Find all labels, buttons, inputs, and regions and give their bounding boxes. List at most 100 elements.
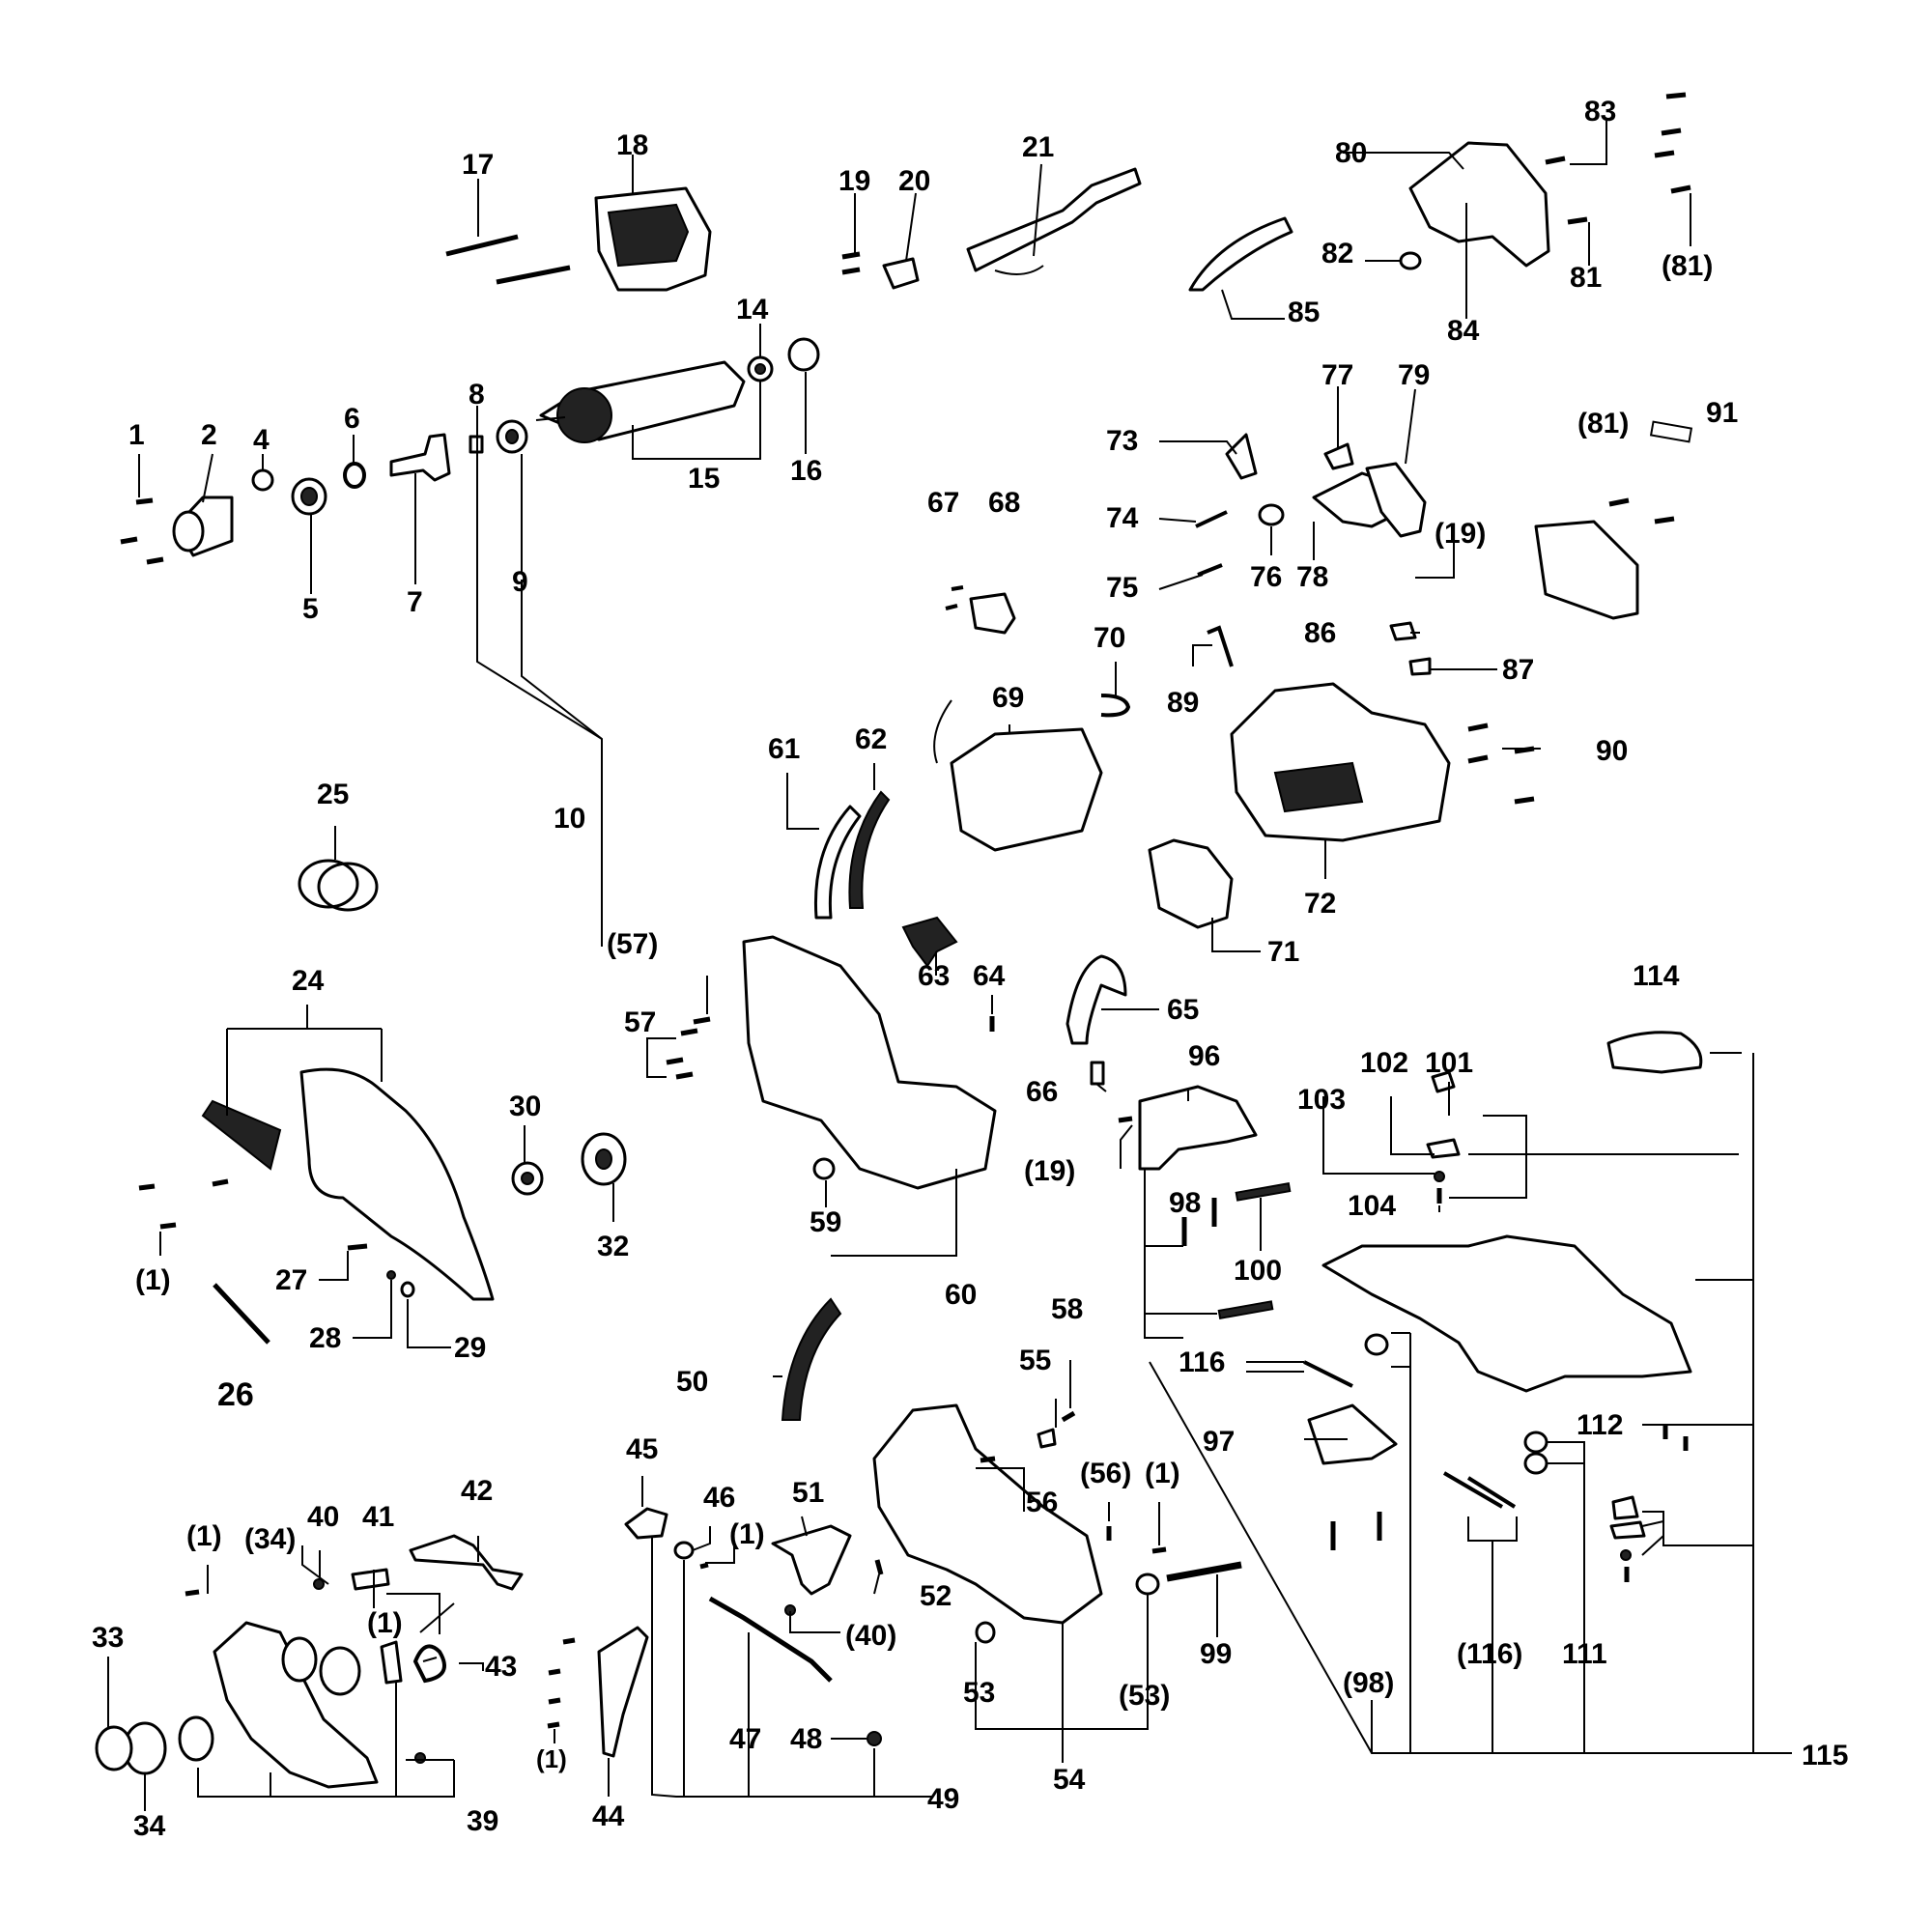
part-73-lever <box>1225 433 1258 480</box>
part-59-nut <box>812 1157 836 1180</box>
label-46: 46 <box>703 1482 735 1514</box>
part-4-nut <box>251 468 274 492</box>
label-97: 97 <box>1203 1426 1235 1458</box>
part-17-screws <box>445 234 571 285</box>
label-1-paren-a: (1) <box>135 1264 171 1296</box>
label-116: 116 <box>1179 1346 1225 1378</box>
label-21: 21 <box>1022 131 1054 163</box>
part-91-housing-cover <box>1534 420 1693 620</box>
label-34: 34 <box>133 1810 166 1842</box>
label-66: 66 <box>1026 1076 1058 1108</box>
label-9: 9 <box>512 566 528 598</box>
part-96-guard-cover <box>1138 1085 1258 1171</box>
label-83: 83 <box>1584 96 1616 128</box>
label-47: 47 <box>729 1723 761 1755</box>
label-75: 75 <box>1106 572 1138 604</box>
part-101-102-104-group-2 <box>1609 1495 1646 1582</box>
part-24-upper-guard <box>201 1067 495 1301</box>
part-80-handle-cover <box>1408 141 1550 268</box>
label-51: 51 <box>792 1477 824 1509</box>
label-44: 44 <box>592 1800 625 1832</box>
part-112-screws <box>1662 1425 1689 1451</box>
label-56: 56 <box>1026 1487 1058 1518</box>
label-90: 90 <box>1596 735 1628 767</box>
label-72: 72 <box>1304 888 1336 920</box>
part-58-screw <box>1061 1410 1076 1423</box>
part-19-screw-mid <box>1118 1116 1133 1123</box>
part-26-pin <box>213 1283 270 1345</box>
part-75-clip <box>1197 563 1223 577</box>
part-21-power-cord <box>966 167 1142 275</box>
label-34-paren: (34) <box>244 1523 296 1555</box>
label-67: 67 <box>927 487 959 519</box>
part-29-washer <box>400 1281 415 1298</box>
label-24: 24 <box>292 965 325 997</box>
label-85: 85 <box>1288 297 1320 328</box>
part-87-clip <box>1408 657 1432 676</box>
label-55: 55 <box>1019 1345 1051 1376</box>
label-57-paren: (57) <box>607 928 658 960</box>
label-28: 28 <box>309 1322 341 1354</box>
label-5: 5 <box>302 593 319 625</box>
label-80: 80 <box>1335 137 1367 169</box>
part-61-strip <box>813 805 862 920</box>
label-112: 112 <box>1577 1409 1623 1441</box>
label-19-paren: (19) <box>1435 518 1486 550</box>
label-14: 14 <box>736 294 769 326</box>
label-1-paren-f: (1) <box>367 1607 403 1639</box>
label-7: 7 <box>407 586 423 618</box>
label-77: 77 <box>1321 359 1353 391</box>
part-39-small-parts <box>380 1640 426 1764</box>
part-16-ring <box>787 337 820 372</box>
leader-lines <box>107 121 1792 1811</box>
label-59: 59 <box>810 1206 841 1238</box>
part-62-strip <box>848 790 891 909</box>
label-71: 71 <box>1267 936 1299 968</box>
part-55-clip <box>1037 1428 1057 1449</box>
label-52: 52 <box>920 1580 952 1612</box>
part-44-guard-lever <box>597 1626 649 1758</box>
label-86: 86 <box>1304 617 1336 649</box>
part-100-strips <box>1217 1182 1292 1319</box>
label-41: 41 <box>362 1501 394 1533</box>
label-98-paren: (98) <box>1343 1667 1394 1699</box>
label-8: 8 <box>469 379 485 411</box>
label-96: 96 <box>1188 1040 1220 1072</box>
part-116-springs <box>1303 1360 1517 1509</box>
label-40: 40 <box>307 1501 339 1533</box>
part-74-spring <box>1195 510 1228 528</box>
label-98: 98 <box>1169 1187 1201 1219</box>
part-43-spring <box>412 1644 446 1684</box>
label-102: 102 <box>1360 1047 1408 1079</box>
part-lower-guard <box>213 1621 379 1789</box>
part-52-spring <box>874 1559 884 1575</box>
part-42-lever <box>409 1534 524 1591</box>
callout-labels: 1 2 4 5 6 7 8 9 10 14 15 16 17 18 19 20 … <box>92 96 1848 1842</box>
part-30-washer <box>511 1161 544 1196</box>
part-46-washer <box>673 1541 695 1560</box>
screws-left-44 <box>547 1637 576 1729</box>
label-16: 16 <box>790 455 822 487</box>
label-81-paren: (81) <box>1662 250 1713 282</box>
part-71-fan-housing <box>1148 838 1234 929</box>
label-6: 6 <box>344 403 360 435</box>
label-78: 78 <box>1296 561 1328 593</box>
part-85-switch-cover <box>1188 216 1293 292</box>
part-14-bearing <box>747 355 774 383</box>
label-1: 1 <box>128 419 145 451</box>
part-89-pin <box>1207 625 1234 667</box>
label-64: 64 <box>973 960 1006 992</box>
part-19-screws <box>841 251 861 275</box>
label-81: 81 <box>1570 262 1602 294</box>
part-65-guard-arm <box>1065 954 1127 1045</box>
label-91: 91 <box>1706 397 1738 429</box>
label-10: 10 <box>554 803 585 835</box>
part-115-base-plate <box>1321 1234 1692 1393</box>
part-2-flange <box>172 496 234 557</box>
part-6-circlip <box>343 462 366 489</box>
label-48: 48 <box>790 1723 822 1755</box>
label-101: 101 <box>1425 1047 1473 1079</box>
part-86-clip <box>1389 621 1417 641</box>
label-43: 43 <box>485 1651 517 1683</box>
label-19-paren-2: (19) <box>1024 1155 1075 1187</box>
